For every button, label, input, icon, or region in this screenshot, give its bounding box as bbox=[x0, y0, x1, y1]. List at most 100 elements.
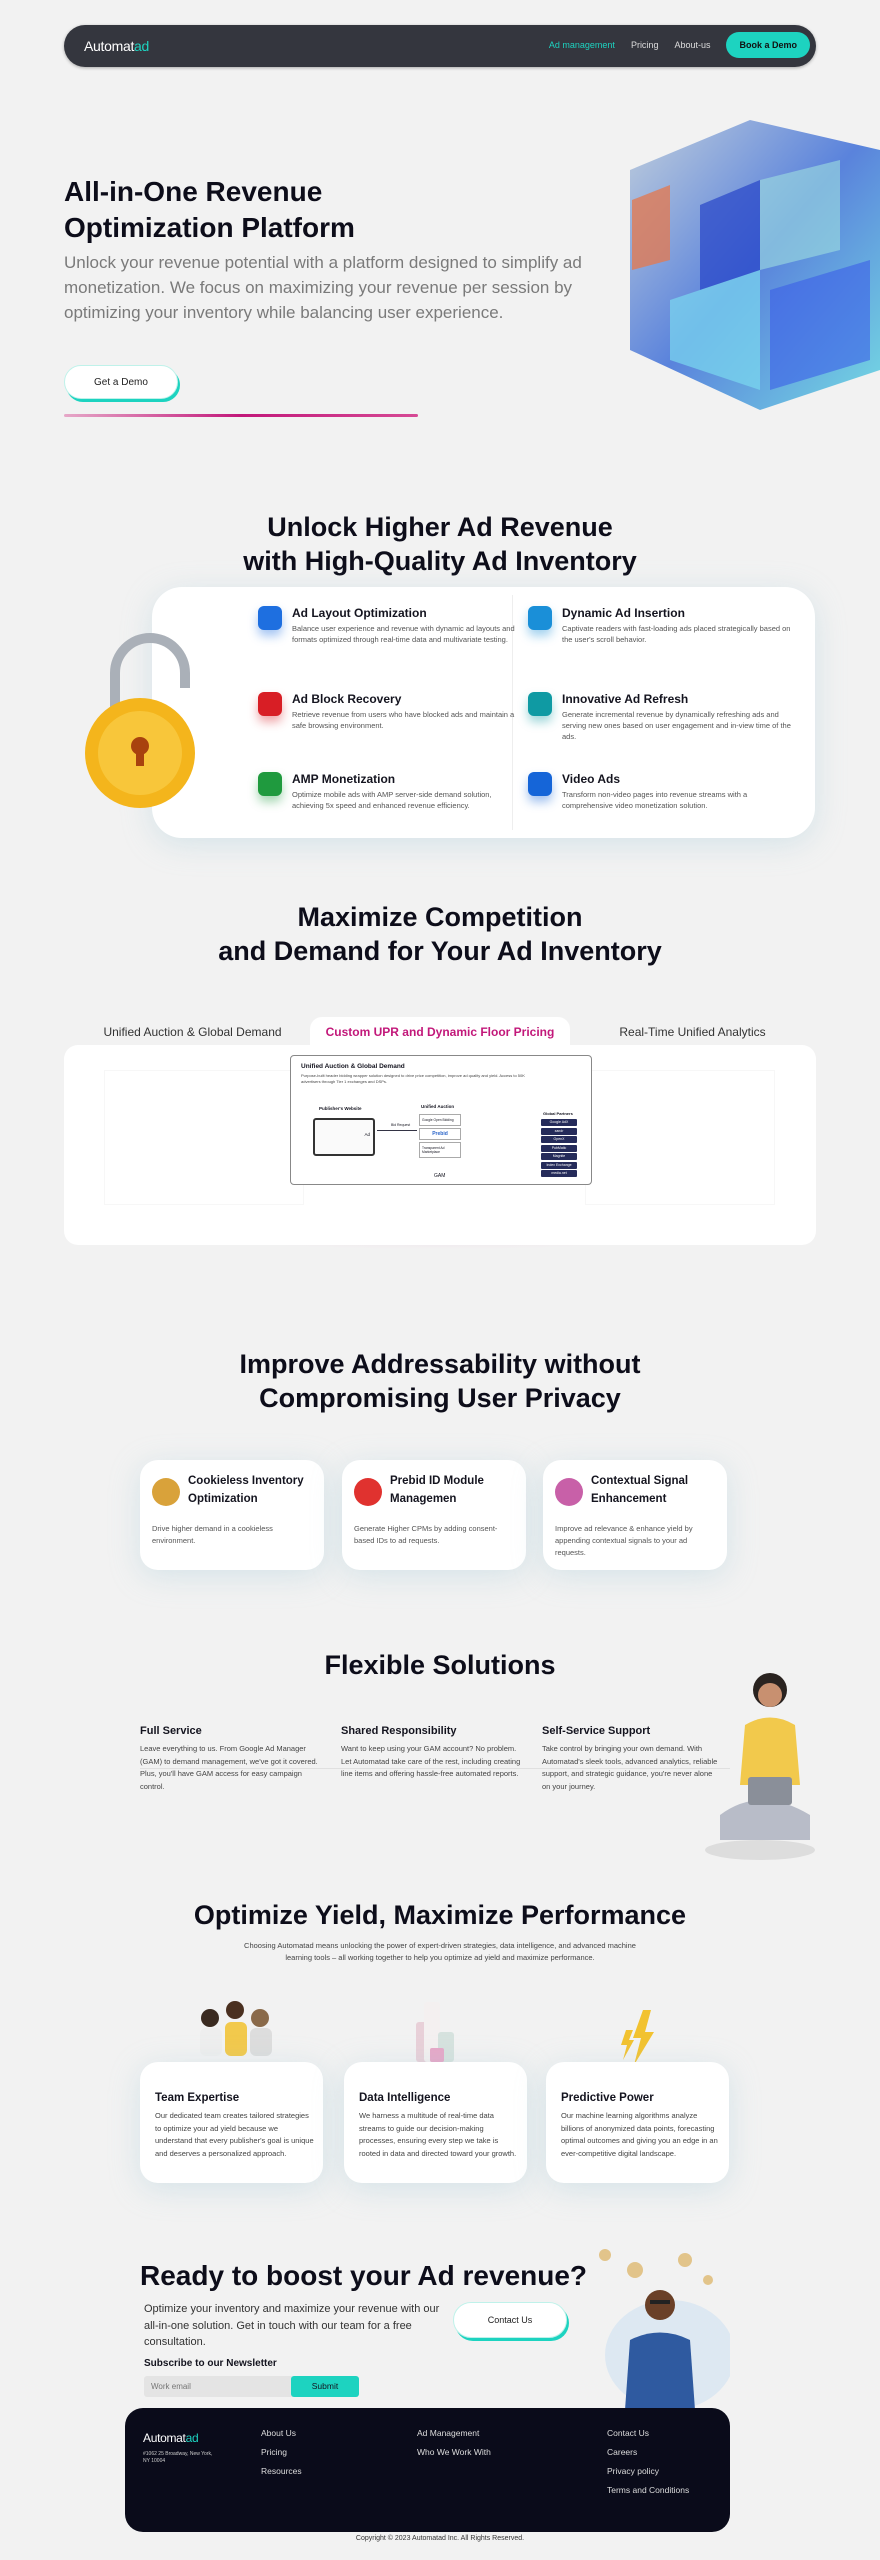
footer-link[interactable]: About Us bbox=[261, 2428, 296, 2438]
logo[interactable]: Automatad bbox=[84, 38, 150, 54]
footer-link[interactable]: Who We Work With bbox=[417, 2447, 491, 2457]
partner-badge: PubMatic bbox=[541, 1144, 577, 1152]
footer-link[interactable]: Pricing bbox=[261, 2447, 287, 2457]
card-desc: Drive higher demand in a cookieless envi… bbox=[152, 1524, 273, 1545]
card-desc: Our machine learning algorithms analyze … bbox=[561, 2111, 718, 2158]
feature-desc: Retrieve revenue from users who have blo… bbox=[292, 710, 515, 730]
yield-card: Data Intelligence We harness a multitude … bbox=[344, 2062, 527, 2183]
feature-desc: Captivate readers with fast-loading ads … bbox=[562, 624, 791, 644]
feature-title: Video Ads bbox=[562, 772, 621, 786]
feature-icon bbox=[528, 772, 552, 796]
padlock-icon bbox=[85, 633, 195, 808]
card-title: Cookieless Inventory Optimization bbox=[188, 1475, 304, 1505]
tab-custom-upr[interactable]: Custom UPR and Dynamic Floor Pricing bbox=[310, 1017, 570, 1047]
top-nav: Automatad Ad management Pricing About-us… bbox=[64, 25, 816, 67]
partner-badge: OpenX bbox=[541, 1136, 577, 1143]
yield-heading: Optimize Yield, Maximize Performance bbox=[193, 1900, 687, 1930]
cookie-icon bbox=[152, 1478, 180, 1506]
copyright: Copyright © 2023 Automatad Inc. All Righ… bbox=[355, 2535, 525, 2542]
divider bbox=[140, 1768, 730, 1769]
target-icon bbox=[354, 1478, 382, 1506]
card-title: Contextual Signal Enhancement bbox=[591, 1475, 689, 1505]
card-desc: Improve ad relevance & enhance yield by … bbox=[555, 1524, 693, 1557]
solution-title: Self-Service Support bbox=[542, 1725, 651, 1737]
yield-subtitle: Choosing Automatad means unlocking the p… bbox=[244, 1941, 636, 1962]
nav-link-pricing[interactable]: Pricing bbox=[630, 40, 659, 50]
diagram-card: Unified Auction & Global Demand Purpose-… bbox=[290, 1055, 592, 1185]
bar-chart-illustration bbox=[416, 2002, 454, 2062]
cta-heading: Ready to boost your Ad revenue? bbox=[140, 2260, 588, 2291]
partner-badge: Index Exchange bbox=[541, 1161, 577, 1169]
feature-title: Dynamic Ad Insertion bbox=[562, 606, 685, 620]
contact-us-button[interactable]: Contact Us bbox=[453, 2302, 567, 2338]
solution-title: Shared Responsibility bbox=[341, 1725, 457, 1737]
partner-badge: media.net bbox=[541, 1170, 577, 1177]
billboard-icon bbox=[555, 1478, 583, 1506]
card-title: Team Expertise bbox=[155, 2092, 240, 2104]
footer-link[interactable]: Contact Us bbox=[607, 2428, 650, 2438]
solution-desc: Want to keep using your GAM account? No … bbox=[341, 1744, 521, 1778]
feature-icon bbox=[528, 692, 552, 716]
feature-desc: Balance user experience and revenue with… bbox=[292, 624, 515, 644]
hero-text: Unlock your revenue potential with a pla… bbox=[64, 253, 582, 322]
feature-desc: Optimize mobile ads with AMP server-side… bbox=[292, 790, 492, 810]
solution-desc: Take control by bringing your own demand… bbox=[542, 1744, 718, 1791]
footer-link[interactable]: Privacy policy bbox=[607, 2466, 659, 2476]
feature-title: AMP Monetization bbox=[292, 772, 396, 786]
footer-link[interactable]: Careers bbox=[607, 2447, 638, 2457]
submit-button[interactable]: Submit bbox=[291, 2376, 359, 2397]
cta-text: Optimize your inventory and maximize you… bbox=[144, 2303, 440, 2348]
flexible-heading: Flexible Solutions bbox=[324, 1650, 556, 1680]
nav-link-about[interactable]: About-us bbox=[674, 40, 711, 50]
book-demo-button[interactable]: Book a Demo bbox=[726, 32, 810, 58]
get-demo-button[interactable]: Get a Demo bbox=[64, 365, 178, 399]
feature-icon bbox=[258, 772, 282, 796]
tab-analytics[interactable]: Real-Time Unified Analytics bbox=[619, 1025, 766, 1039]
feature-title: Ad Layout Optimization bbox=[292, 606, 427, 620]
card-title: Prebid ID Module Managemen bbox=[390, 1475, 484, 1505]
card-desc: Our dedicated team creates tailored stra… bbox=[155, 2111, 314, 2158]
card-desc: Generate Higher CPMs by adding consent-b… bbox=[354, 1524, 498, 1545]
feature-icon bbox=[528, 606, 552, 630]
footer-link[interactable]: Ad Management bbox=[417, 2428, 480, 2438]
partner-badge: Google AdX bbox=[541, 1119, 577, 1126]
divider bbox=[512, 595, 513, 830]
surprised-man-illustration bbox=[599, 2249, 730, 2410]
nav-link-ad-management[interactable]: Ad management bbox=[548, 40, 615, 50]
newsletter-label: Subscribe to our Newsletter bbox=[144, 2358, 277, 2369]
email-input[interactable] bbox=[144, 2376, 294, 2397]
footer: Automatad #1062 25 Broadway, New York, N… bbox=[125, 2408, 730, 2532]
solution-desc: Leave everything to us. From Google Ad M… bbox=[140, 1744, 318, 1791]
partner-badge: Magnite bbox=[541, 1153, 577, 1160]
feature-desc: Transform non-video pages into revenue s… bbox=[562, 790, 748, 810]
footer-logo[interactable]: Automatad bbox=[143, 2431, 199, 2445]
card-title: Data Intelligence bbox=[359, 2092, 451, 2104]
laptop-icon: Ad bbox=[313, 1118, 375, 1156]
footer-link[interactable]: Terms and Conditions bbox=[607, 2485, 690, 2495]
feature-title: Ad Block Recovery bbox=[292, 692, 402, 706]
card-title: Predictive Power bbox=[561, 2092, 654, 2104]
glass-cubes-illustration bbox=[630, 120, 880, 410]
lightning-icon bbox=[621, 2010, 654, 2065]
faded-diagram-right bbox=[585, 1070, 775, 1205]
feature-icon bbox=[258, 692, 282, 716]
faded-diagram-left bbox=[104, 1070, 304, 1205]
feature-icon bbox=[258, 606, 282, 630]
footer-link[interactable]: Resources bbox=[261, 2466, 302, 2476]
card-desc: We harness a multitude of real-time data… bbox=[359, 2111, 517, 2158]
tab-unified-auction[interactable]: Unified Auction & Global Demand bbox=[103, 1025, 282, 1039]
